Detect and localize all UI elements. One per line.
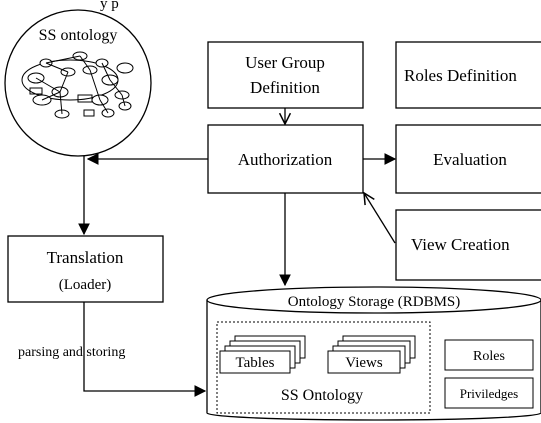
priviledges-box — [444, 377, 534, 409]
roles-box — [444, 339, 534, 371]
connectors — [78, 108, 397, 397]
user-group-definition-box: User Group Definition — [207, 41, 364, 109]
views-label: Views — [345, 355, 383, 371]
user-group-line1: User Group — [245, 53, 325, 72]
user-group-line2: Definition — [250, 78, 320, 97]
authorization-label: Authorization — [238, 150, 333, 169]
ontology-graph-icon — [21, 51, 134, 119]
roles-definition-label: Roles Definition — [404, 66, 517, 85]
translation-loader-box: Translation (Loader) — [7, 235, 164, 303]
arrow-viewcreation-to-authorization — [364, 193, 396, 244]
tables-stack: Tables — [219, 335, 306, 374]
tables-label: Tables — [236, 355, 275, 371]
view-creation-label: View Creation — [411, 235, 510, 254]
translation-line1: Translation — [47, 248, 124, 267]
views-stack: Views — [327, 335, 416, 374]
priviledges-label: Priviledges — [460, 386, 519, 401]
ss-ontology-circle: SS ontology — [4, 9, 152, 157]
parsing-storing-label: parsing and storing — [18, 345, 125, 360]
ontology-storage-cylinder: Ontology Storage (RDBMS) Tables Views SS… — [206, 286, 541, 421]
roles-label: Roles — [473, 349, 505, 364]
arrow-translation-to-storage — [83, 302, 207, 397]
roles-definition-box: Roles Definition — [395, 41, 541, 109]
evaluation-box: Evaluation — [395, 124, 541, 194]
view-creation-box: View Creation — [395, 209, 541, 281]
ss-ontology-title: SS ontology — [39, 27, 118, 44]
authorization-box: Authorization — [207, 124, 364, 194]
evaluation-label: Evaluation — [433, 150, 507, 169]
top-caption: y p — [100, 0, 119, 12]
translation-line2: (Loader) — [59, 277, 111, 293]
ss-ontology-label: SS Ontology — [281, 387, 363, 404]
storage-title: Ontology Storage (RDBMS) — [288, 294, 461, 310]
